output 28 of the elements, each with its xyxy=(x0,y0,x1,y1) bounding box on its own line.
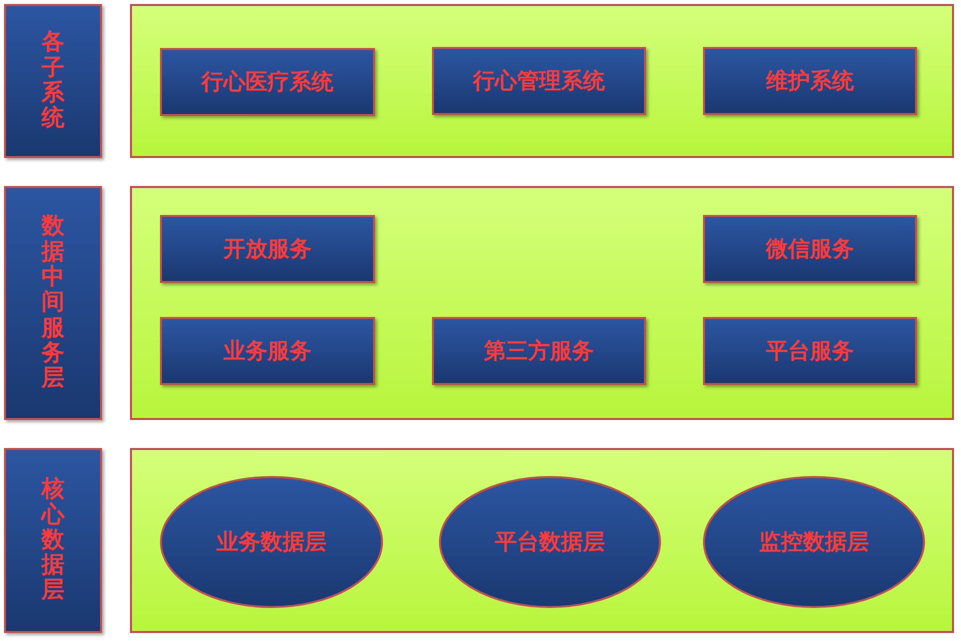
layer-panel xyxy=(130,448,954,633)
process-box xyxy=(432,47,646,115)
node-label: 行心医疗系统 xyxy=(202,68,334,97)
process-box xyxy=(160,215,375,283)
layer-label-box xyxy=(4,448,102,633)
node-label: 各子系统 xyxy=(42,30,64,132)
process-box xyxy=(703,47,917,115)
node-label: 监控数据层 xyxy=(759,529,869,557)
node-label: 行心管理系统 xyxy=(473,68,605,96)
node-label: 平台数据层 xyxy=(495,529,605,557)
process-box xyxy=(703,215,917,283)
node-label: 第三方服务 xyxy=(484,338,594,366)
node-label: 微信服务 xyxy=(766,236,854,264)
process-box xyxy=(703,317,917,385)
node-label: 数据中间服务层 xyxy=(42,214,64,392)
process-box xyxy=(160,48,375,116)
node-label: 业务数据层 xyxy=(216,529,326,557)
node-label: 平台服务 xyxy=(766,338,854,366)
layer-label-box xyxy=(4,4,102,158)
node-label: 维护系统 xyxy=(766,68,854,96)
node-label: 开放服务 xyxy=(224,236,312,264)
node-label: 业务服务 xyxy=(224,338,312,366)
process-box xyxy=(432,317,646,385)
layer-panel xyxy=(130,4,954,158)
node-label: 核心数据层 xyxy=(42,477,64,604)
process-box xyxy=(160,317,375,385)
layer-panel xyxy=(130,186,954,420)
layer-label-box xyxy=(4,186,102,420)
